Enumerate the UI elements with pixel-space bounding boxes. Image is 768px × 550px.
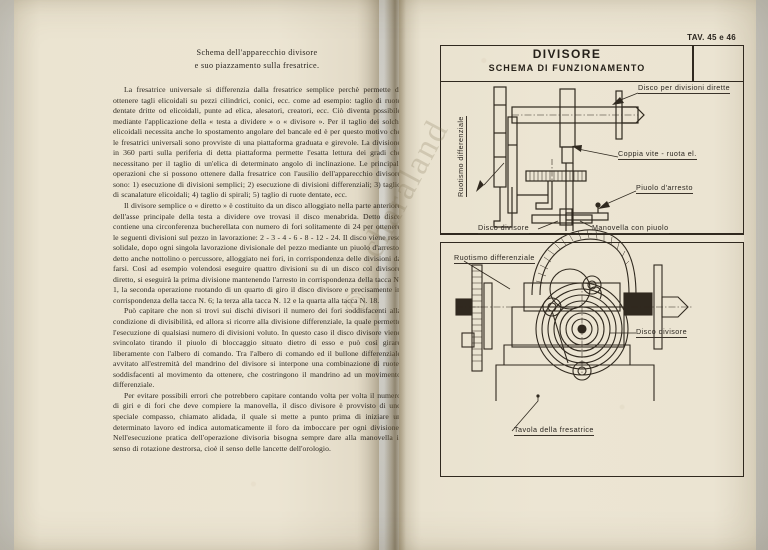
- bottom-panel-leader-lines: [463, 260, 636, 432]
- top-panel-leader-lines: [476, 92, 639, 230]
- label-disco-per-divisioni-dirette: Disco per divisioni dirette: [638, 83, 731, 94]
- plate-drawings: [455, 86, 692, 432]
- label-ruotismo-differenziale-top: Ruotismo differenziale: [456, 116, 467, 197]
- paragraph-3: Può capitare che non si trovi sui dischi…: [113, 306, 401, 390]
- paragraph-4: Per evitare possibili errori che potrebb…: [113, 390, 401, 453]
- body-text: La fresatrice universale si differenzia …: [113, 85, 401, 454]
- heading-line-2: e suo piazzamento sulla fresatrice.: [194, 61, 320, 70]
- plate-title: DIVISORE: [532, 47, 602, 61]
- right-page: TAV. 45 e 46 DIVISORE SCHEMA DI FUNZIONA…: [399, 0, 756, 550]
- left-page: Schema dell'apparecchio divisore e suo p…: [14, 0, 401, 550]
- paragraph-1: La fresatrice universale si differenzia …: [113, 85, 401, 200]
- paragraph-2: Il divisore semplice o « diretto » è cos…: [113, 201, 401, 305]
- top-panel-bottom-border: [440, 233, 744, 235]
- label-disco-divisore-bottom: Disco divisore: [636, 327, 688, 338]
- label-coppia-vite-ruota: Coppia vite - ruota el.: [618, 149, 697, 160]
- plate-reference: TAV. 45 e 46: [687, 33, 736, 42]
- bottom-panel-frame: [440, 242, 744, 477]
- panel-gap: [440, 233, 744, 242]
- heading-line-1: Schema dell'apparecchio divisore: [196, 48, 318, 57]
- top-drawing-shaft-assembly: [493, 86, 645, 231]
- label-tavola-della-fresatrice: Tavola della fresatrice: [514, 425, 594, 436]
- left-page-text-column: Schema dell'apparecchio divisore e suo p…: [113, 46, 401, 454]
- label-disco-divisore-top: Disco divisore: [478, 223, 530, 234]
- plate-frame: [440, 45, 744, 477]
- plate-subtitle: SCHEMA DI FUNZIONAMENTO: [488, 63, 646, 73]
- plate-title-bar: DIVISORE SCHEMA DI FUNZIONAMENTO: [440, 45, 744, 82]
- technical-plate: DIVISORE SCHEMA DI FUNZIONAMENTO: [440, 45, 744, 477]
- page-heading: Schema dell'apparecchio divisore e suo p…: [113, 46, 401, 72]
- plate-title-divider: [692, 45, 694, 81]
- label-manovella-con-piuolo: Manovella con piuolo: [592, 223, 669, 234]
- bottom-drawing-dividing-head: [455, 229, 692, 401]
- label-ruotismo-differenziale-bottom: Ruotismo differenziale: [454, 253, 535, 264]
- label-piuolo-arresto: Piuolo d'arresto: [636, 183, 693, 194]
